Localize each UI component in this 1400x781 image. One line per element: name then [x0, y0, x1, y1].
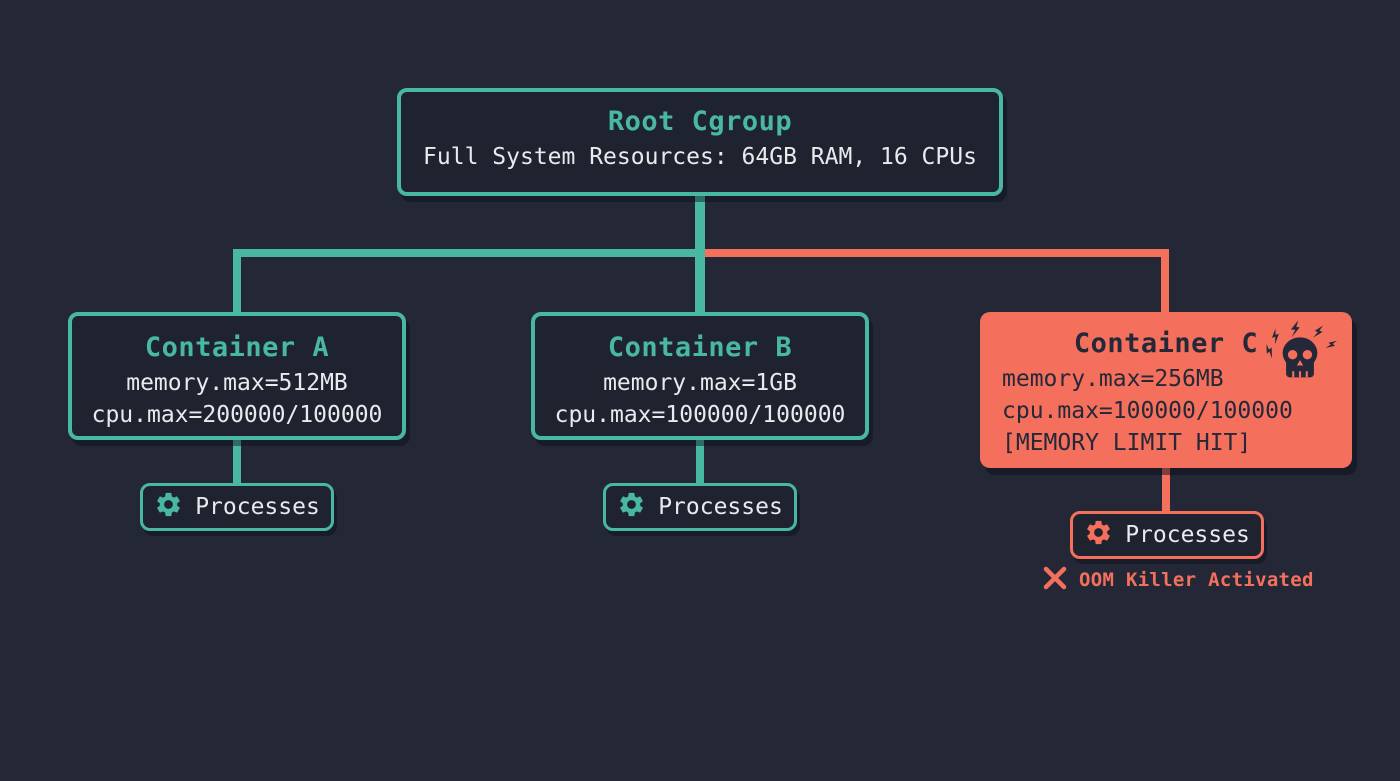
container-c-processes-label: Processes: [1125, 522, 1250, 548]
container-b-cpu-limit: cpu.max=100000/100000: [554, 401, 846, 428]
connector-bus-teal: [233, 249, 705, 257]
skull-with-lightning-icon: [1256, 320, 1344, 386]
container-b-title: Container B: [607, 332, 793, 363]
root-cgroup-node: Root Cgroup Full System Resources: 64GB …: [397, 88, 1003, 196]
container-b-processes-label: Processes: [658, 494, 783, 520]
root-cgroup-title: Root Cgroup: [607, 106, 793, 137]
container-b-processes-node: Processes: [603, 483, 797, 531]
container-b-node: Container B memory.max=1GB cpu.max=10000…: [531, 312, 869, 440]
container-a-processes-node: Processes: [140, 483, 334, 531]
container-c-cpu-limit: cpu.max=100000/100000: [1002, 397, 1293, 424]
container-a-processes-label: Processes: [195, 494, 320, 520]
container-a-cpu-limit: cpu.max=200000/100000: [91, 401, 383, 428]
container-a-node: Container A memory.max=512MB cpu.max=200…: [68, 312, 406, 440]
root-cgroup-resources: Full System Resources: 64GB RAM, 16 CPUs: [423, 144, 977, 171]
gear-icon: [1084, 518, 1113, 553]
connector-bus-red: [705, 249, 1169, 257]
container-a-title: Container A: [144, 332, 330, 363]
connector-drop-container-a: [233, 249, 241, 314]
container-c-title: Container C: [1073, 328, 1259, 359]
container-a-memory-limit: memory.max=512MB: [126, 370, 348, 397]
connector-container-a-to-processes: [233, 438, 241, 485]
connector-drop-container-c: [1161, 249, 1169, 314]
container-c-memory-limit: memory.max=256MB: [1002, 366, 1224, 393]
container-c-processes-node: Processes: [1070, 511, 1264, 559]
container-b-memory-limit: memory.max=1GB: [603, 370, 797, 397]
connector-container-c-to-processes: [1162, 466, 1170, 513]
gear-icon: [154, 490, 183, 525]
container-c-limit-status: [MEMORY LIMIT HIT]: [1002, 429, 1252, 456]
oom-killer-status: OOM Killer Activated: [1042, 566, 1314, 594]
oom-killer-label: OOM Killer Activated: [1079, 569, 1314, 591]
connector-container-b-to-processes: [696, 438, 704, 485]
x-mark-icon: [1042, 565, 1068, 596]
gear-icon: [617, 490, 646, 525]
container-c-node: Container C memory.max=256MB cpu.max=100…: [980, 312, 1352, 468]
